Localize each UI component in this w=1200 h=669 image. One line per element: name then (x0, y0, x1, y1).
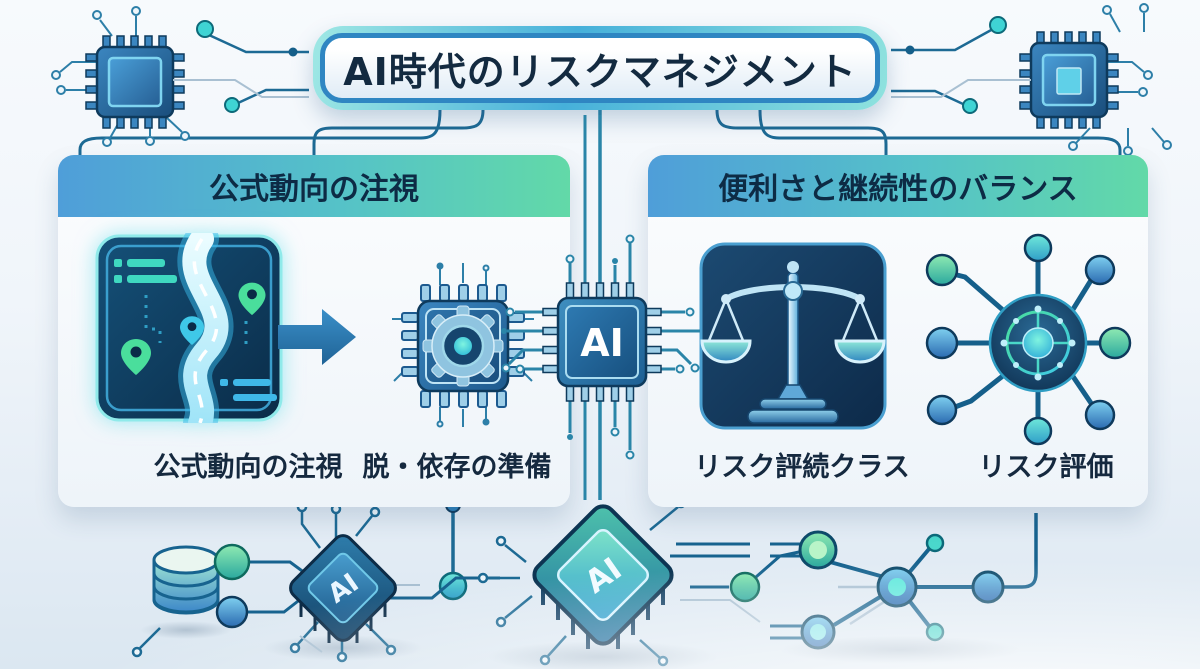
ai-chip-bottom-left-icon: AI (131, 501, 500, 663)
label-risk-class: リスク評続クラス (694, 452, 910, 483)
chip-traces (392, 262, 534, 428)
map-pins (121, 282, 266, 375)
gear-icon (422, 305, 504, 387)
left-panel-drop-connector (438, 497, 468, 601)
ai-chip-bottom-center-icon: AI (477, 497, 800, 667)
cpu-chip-top-right-icon (891, 3, 1172, 156)
map-list-lines (114, 259, 177, 283)
page-title: AI時代のリスクマネジメント (320, 33, 880, 103)
panel-right-body: リスク評続クラス リスク評価 (648, 217, 1148, 507)
title-box: AI時代のリスクマネジメント (313, 26, 887, 110)
cpu-chip-top-left-icon (51, 6, 309, 147)
hub-nodes (925, 233, 1132, 446)
gear-chip-icon (392, 262, 534, 428)
hub-ring-dots (1000, 305, 1076, 381)
panel-left-header: 公式動向の注視 (58, 155, 570, 217)
panel-official-trends: 公式動向の注視 (58, 155, 570, 507)
label-risk-assessment: リスク評価 (978, 452, 1114, 483)
scale-figure (700, 261, 886, 424)
balance-scale-icon (699, 242, 887, 430)
right-panel-drop-connector (1003, 513, 1038, 589)
database-icon (152, 545, 220, 615)
panel-balance: 便利さと継続性のバランス (648, 155, 1148, 507)
network-hub-icon (925, 233, 1132, 446)
ai-chip-center-icon: AI (501, 115, 700, 500)
label-official-trends: 公式動向の注視 (153, 452, 343, 483)
roadmap-icon (95, 233, 283, 423)
map-dashed-routes (144, 295, 248, 351)
panel-right-header: 便利さと継続性のバランス (648, 155, 1148, 217)
panel-left-body: 公式動向の注視 脱・依存の準備 (58, 217, 570, 507)
label-exit-dependency: 脱・依存の準備 (362, 452, 552, 483)
ai-chip-center-label: AI (580, 321, 624, 365)
network-nodes-bottom-right (770, 530, 1005, 650)
road-path (177, 233, 234, 423)
arrow-right-icon (278, 309, 356, 365)
center-chip-pins (542, 282, 662, 402)
map-list-lines-bottom (220, 379, 277, 401)
center-chip-traces (501, 115, 700, 500)
